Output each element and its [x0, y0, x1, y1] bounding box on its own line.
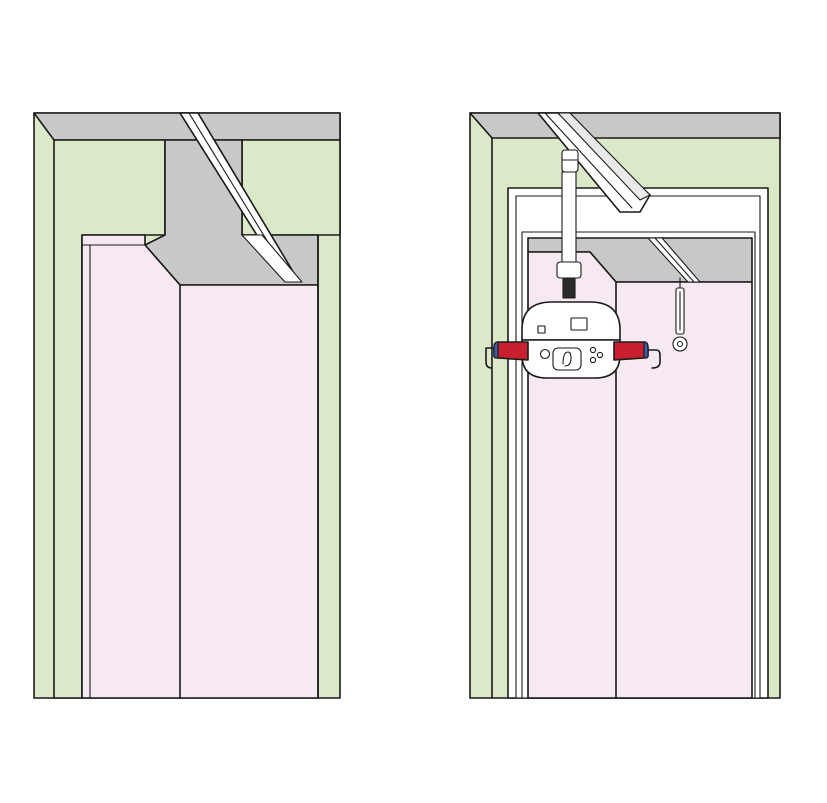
spreader-bar-hook-icon: [485, 341, 661, 369]
right-ceiling-top: [469, 112, 781, 139]
right-inner-track: [647, 237, 701, 352]
left-door-opening: [81, 234, 319, 699]
left-panel: [33, 112, 341, 699]
right-panel: [469, 112, 781, 699]
right-overhead-track: [537, 112, 651, 213]
ceiling-lift-motor-icon: [521, 149, 621, 379]
left-ceiling-track: [179, 112, 303, 283]
